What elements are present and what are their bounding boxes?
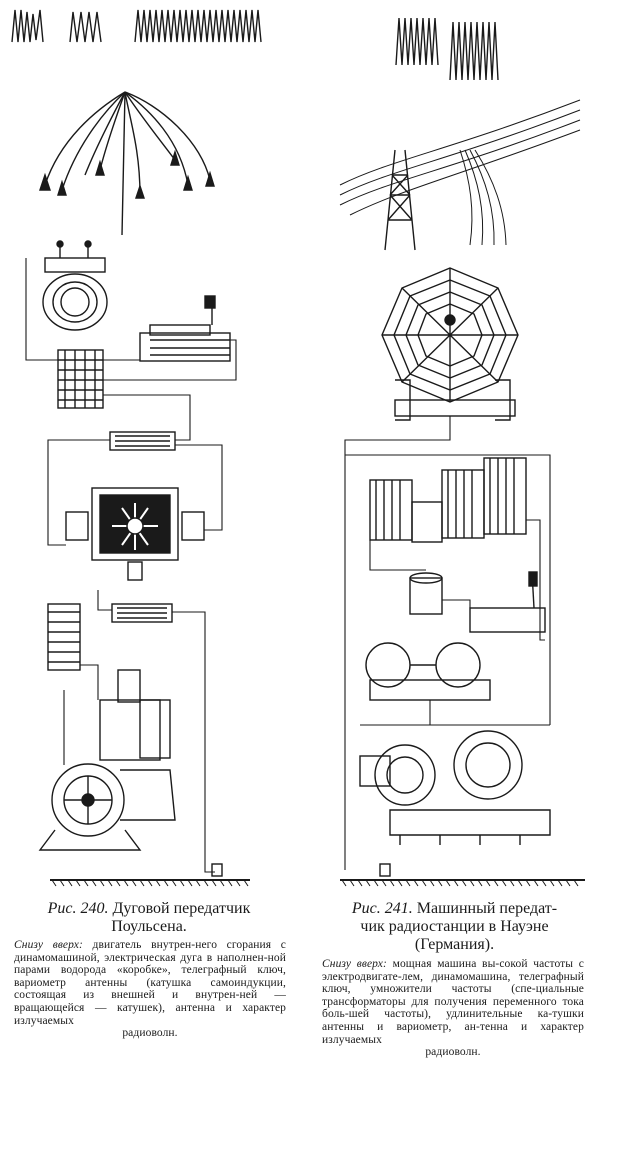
wiring-icon xyxy=(344,416,551,870)
telegraph-key-icon xyxy=(469,571,546,633)
engine-dynamo-icon xyxy=(38,669,176,851)
ground-icon xyxy=(50,863,250,887)
description-text: двигатель внутрен-него сгорания с динамо… xyxy=(14,939,286,1027)
figure-title-line1: Дуговой передатчик xyxy=(112,900,251,917)
left-caption-title: Рис. 240. Дуговой передатчик Поульсена. xyxy=(14,900,284,936)
wave-pattern-icon xyxy=(395,17,499,81)
poulsen-arc-transmitter-illustration xyxy=(0,0,300,895)
ground-icon xyxy=(340,863,585,887)
description-last-line: радиоволн. xyxy=(122,1027,178,1040)
description-last-line: радиоволн. xyxy=(425,1046,481,1059)
figure-title-line2: Поульсена. xyxy=(111,918,187,935)
antenna-coil-icon xyxy=(381,267,519,421)
coil-icon xyxy=(47,603,81,671)
variometer-icon xyxy=(42,240,108,331)
telegraph-key-icon xyxy=(139,295,231,362)
right-caption-description: Снизу вверх: мощная машина вы-сокой част… xyxy=(322,958,584,1059)
capacitor-icon xyxy=(109,431,176,451)
capacitor-icon xyxy=(111,603,173,623)
antenna-icon xyxy=(339,99,581,246)
inductance-coil-icon xyxy=(57,349,104,409)
arc-chamber-icon xyxy=(65,487,205,581)
description-lead: Снизу вверх: xyxy=(14,939,83,951)
description-lead: Снизу вверх: xyxy=(322,958,387,970)
right-caption-title: Рис. 241. Машинный передат- чик радиоста… xyxy=(322,900,587,954)
nauen-machine-transmitter-illustration xyxy=(310,0,625,895)
wave-pattern-icon xyxy=(11,9,262,43)
antenna-icon xyxy=(39,91,215,236)
dynamo-icon xyxy=(409,572,443,615)
figure-title-line3: (Германия). xyxy=(414,936,495,953)
figure-number: Рис. 241. xyxy=(351,900,413,917)
figure-number: Рис. 240. xyxy=(47,900,109,917)
tower-icon xyxy=(384,149,416,251)
frequency-multiplier-icon xyxy=(369,457,527,543)
motor-generator-icon xyxy=(365,642,491,701)
high-frequency-machine-icon xyxy=(359,730,551,845)
left-caption-description: Снизу вверх: двигатель внутрен-него сгор… xyxy=(14,939,286,1040)
description-text: мощная машина вы-сокой частоты с электро… xyxy=(322,958,584,1046)
figure-title-line2: чик радиостанции в Науэне xyxy=(360,918,549,935)
wiring-icon xyxy=(25,258,237,873)
figure-title-line1: Машинный передат- xyxy=(416,900,558,917)
